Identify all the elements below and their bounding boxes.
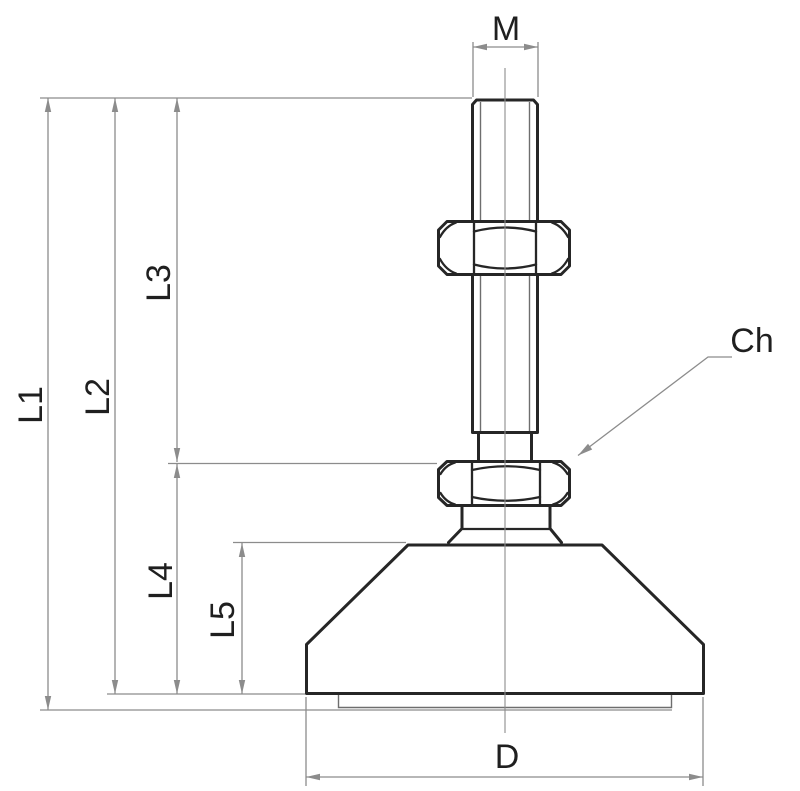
lower-nut-corner-arc-bl [439,491,457,506]
upper-nut-outline [437,220,571,276]
dimension-labels: M L1 L2 L3 L4 L5 Ch D [12,10,774,776]
lower-nut-chamfer-arc-top [470,465,542,472]
arrow-d-left [306,773,320,781]
extension-lines [40,42,704,786]
arrow-l5-down [238,680,246,694]
lower-nut-corner-arc-br [551,491,569,506]
upper-nut-corner-arc-bl [438,257,458,275]
dim-label-m: M [492,10,520,48]
arrow-l4-down [173,680,181,694]
arrow-d-right [689,773,703,781]
arrow-l4-up [173,464,181,478]
dim-label-l5: L5 [204,601,242,639]
arrowheads [44,43,703,781]
lower-nut-chamfer-arc-bottom [470,495,542,502]
lower-nut-corner-arc-tl [439,461,457,476]
dimension-lines [47,46,732,778]
dim-label-l2: L2 [79,378,117,416]
upper-hex-nut [437,220,571,276]
arrow-l3-down [173,448,181,462]
arrow-l1-down [44,696,52,710]
upper-nut-corner-arc-tr [550,221,570,239]
upper-nut-corner-arc-br [550,257,570,275]
upper-nut-corner-arc-tl [438,221,458,239]
arrow-l5-up [238,543,246,557]
arrow-l2-down [111,680,119,694]
leader-line-ch [577,356,732,457]
dim-label-d: D [495,738,520,776]
lower-hex-nut [437,460,571,507]
arrow-m-right [524,43,538,51]
arrow-ch-leader [578,443,593,456]
lower-nut-outline [437,460,571,507]
arrow-l2-up [111,98,119,112]
arrow-l1-up [44,98,52,112]
dim-label-ch: Ch [730,322,773,360]
lower-nut-corner-arc-tr [551,461,569,476]
dim-label-l3: L3 [140,264,178,302]
arrow-l3-up [173,98,181,112]
dim-label-l4: L4 [142,562,180,600]
arrow-m-left [473,43,487,51]
dim-label-l1: L1 [12,386,50,424]
